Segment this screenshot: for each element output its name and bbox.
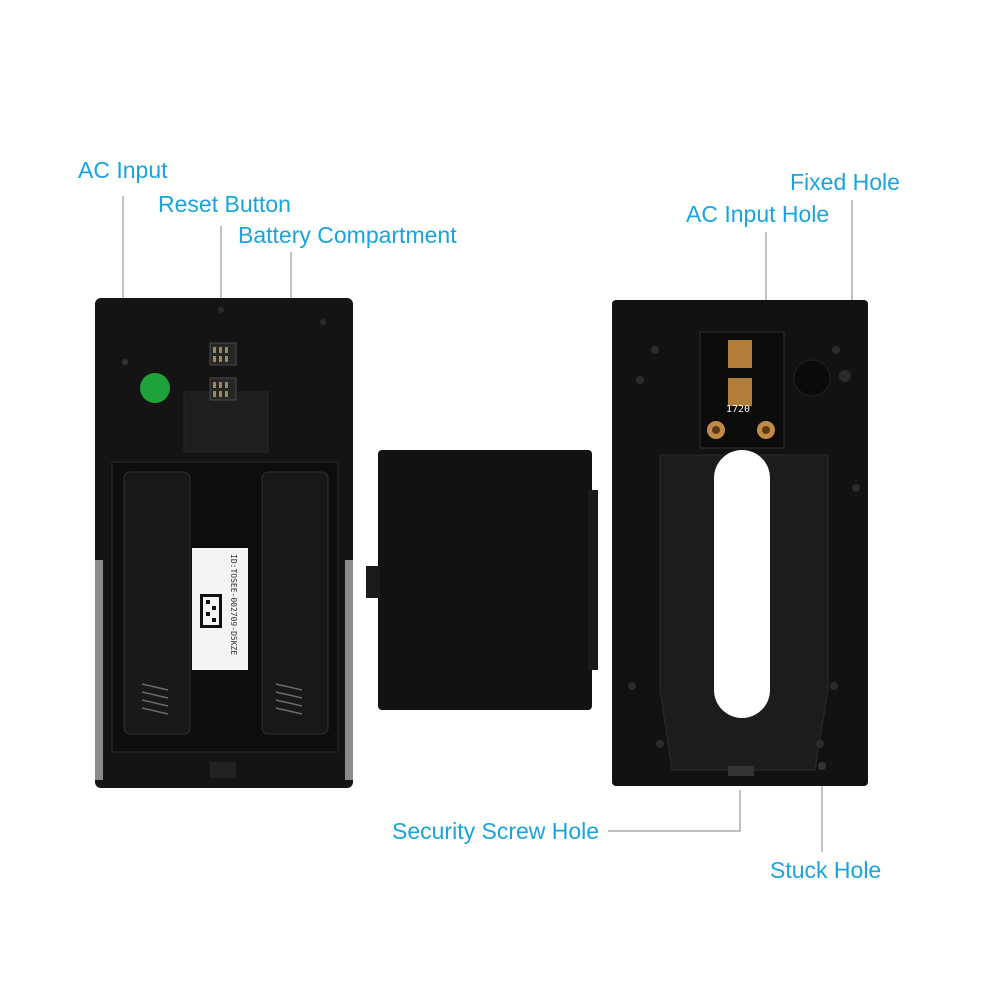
stuck-hole-label: Stuck Hole [770,857,882,883]
green-led-button [140,373,170,403]
ac-input-hole-label: AC Input Hole [686,201,830,227]
doorbell-back-unit [95,298,353,788]
reset-button-label: Reset Button [158,191,291,217]
ac-input-label: AC Input [78,157,168,183]
security-screw-hole [728,766,754,776]
pcb-marking: 1720 [726,404,751,415]
security-screw-hole-label: Security Screw Hole [392,818,600,844]
battery-compartment-label: Battery Compartment [238,222,457,248]
mounting-bracket [612,300,868,786]
fixed-hole [839,370,851,382]
qr-sticker-text: ID:TOSEE-002709-D5KZE [229,554,238,656]
wire-slot [714,450,770,718]
security-screw-hole-leader [608,790,741,832]
stuck-hole [818,762,826,770]
fixed-hole-label: Fixed Hole [790,169,900,195]
battery-cover [366,450,598,710]
